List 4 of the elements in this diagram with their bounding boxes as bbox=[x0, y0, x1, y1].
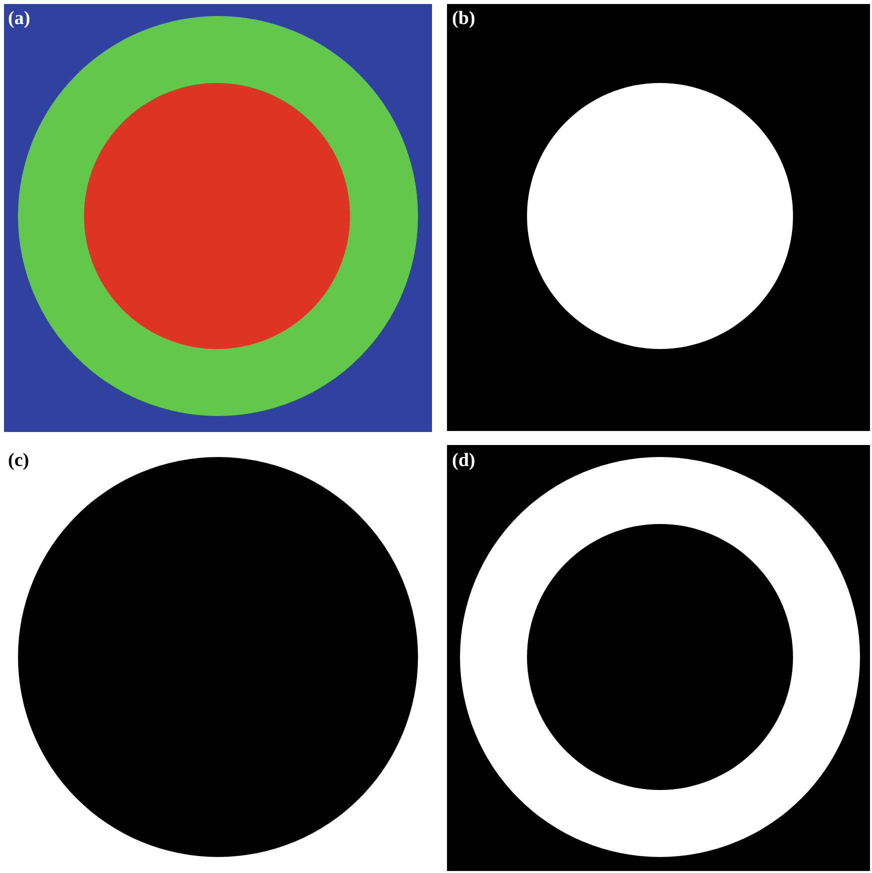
panel-label: (d) bbox=[452, 450, 476, 472]
panel-label: (b) bbox=[452, 8, 476, 30]
panel-label: (c) bbox=[8, 450, 30, 472]
panel-label: (a) bbox=[8, 8, 30, 30]
